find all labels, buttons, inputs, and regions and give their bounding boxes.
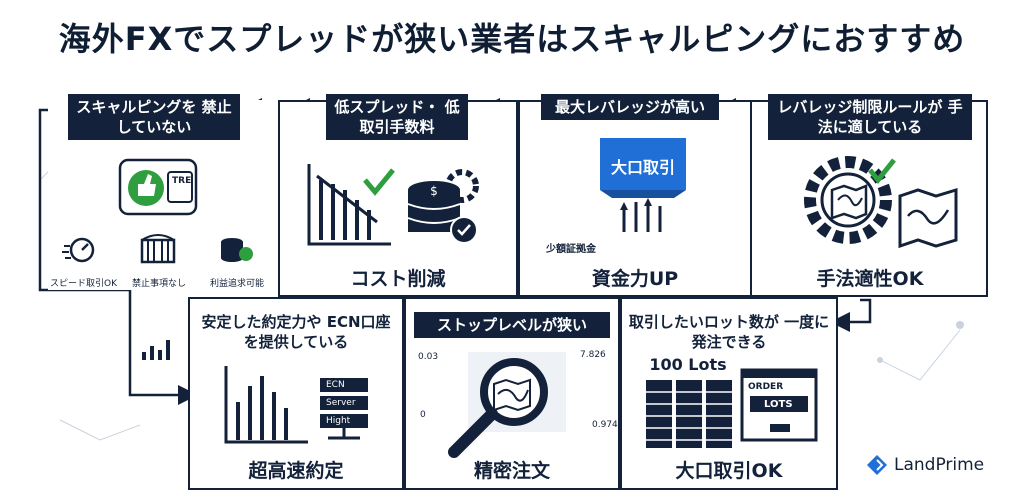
page-title: 海外FXでスプレッドが狭い業者はスキャルピングにおすすめ: [58, 20, 966, 58]
card-stoplevel-header: ストップレベルが狭い: [414, 312, 610, 338]
card-lots-header: 取引したいロット数が 一度に発注できる: [628, 313, 830, 351]
stopwatch-icon: [62, 234, 96, 268]
card-stoplevel-footer: 精密注文: [473, 460, 550, 482]
mini-bars-icon: [140, 338, 170, 366]
big-trade-box: [594, 136, 694, 240]
card-lots-footer: 大口取引OK: [675, 460, 783, 482]
card-spread-header: 低スプレッド・ 低取引手数料: [326, 94, 468, 140]
coins-icon: [218, 232, 254, 268]
small-margin-label: 少額証拠金: [546, 244, 596, 255]
order-label: ORDER: [748, 382, 784, 392]
card-ecn-header: 安定した約定力や ECN口座を提供している: [201, 313, 391, 351]
card-leverage: [518, 100, 752, 297]
logo-text: LandPrime: [894, 455, 985, 475]
order-window-icon: [740, 368, 818, 446]
value-0: 0: [420, 410, 426, 420]
card-ecn: [188, 297, 404, 490]
server-label-hight: Hight: [326, 416, 351, 426]
coin-stack-icon: [644, 376, 734, 454]
order-lots-label: LOTS: [764, 399, 793, 410]
label-profit: 利益追求可能: [210, 279, 265, 289]
coin-gear-icon: $: [404, 168, 484, 252]
card-scalping-header: スキャルピングを 禁止していない: [68, 94, 240, 140]
server-label-ecn: ECN: [326, 380, 345, 390]
magnifier-map-icon: [432, 348, 582, 462]
landprime-logo: LandPrime: [866, 454, 984, 476]
card-ecn-footer: 超高速約定: [248, 460, 344, 482]
value-0-03: 0.03: [418, 352, 439, 362]
card-leverage-footer: 資金力UP: [591, 268, 679, 290]
thumbs-up-icon: [118, 158, 198, 222]
bar-chart-icon: [222, 362, 312, 450]
value-7-826: 7.826: [580, 350, 606, 360]
label-no-prohibition: 禁止事項なし: [132, 279, 187, 289]
server-icon: [318, 376, 372, 444]
value-0-974: 0.974: [592, 420, 618, 430]
card-leverage-limit-header: レバレッジ制限ルールが 手法に適している: [768, 94, 972, 140]
gear-map-icon: [800, 150, 960, 254]
lots-count-label: 100 Lots: [649, 355, 727, 374]
server-label-server: Server: [326, 398, 356, 408]
landprime-logo-icon: [867, 455, 887, 475]
card-spread-footer: コスト削減: [350, 268, 446, 290]
big-trade-label: 大口取引: [610, 158, 675, 177]
tre-label: TRE: [172, 176, 192, 186]
label-speed: スピード取引OK: [50, 279, 117, 289]
card-leverage-header: 最大レバレッジが高い: [541, 94, 719, 120]
falling-chart-icon: [305, 160, 395, 254]
svg-text:$: $: [430, 184, 438, 198]
card-leverage-limit-footer: 手法適性OK: [816, 268, 924, 290]
gate-icon: [140, 232, 176, 268]
